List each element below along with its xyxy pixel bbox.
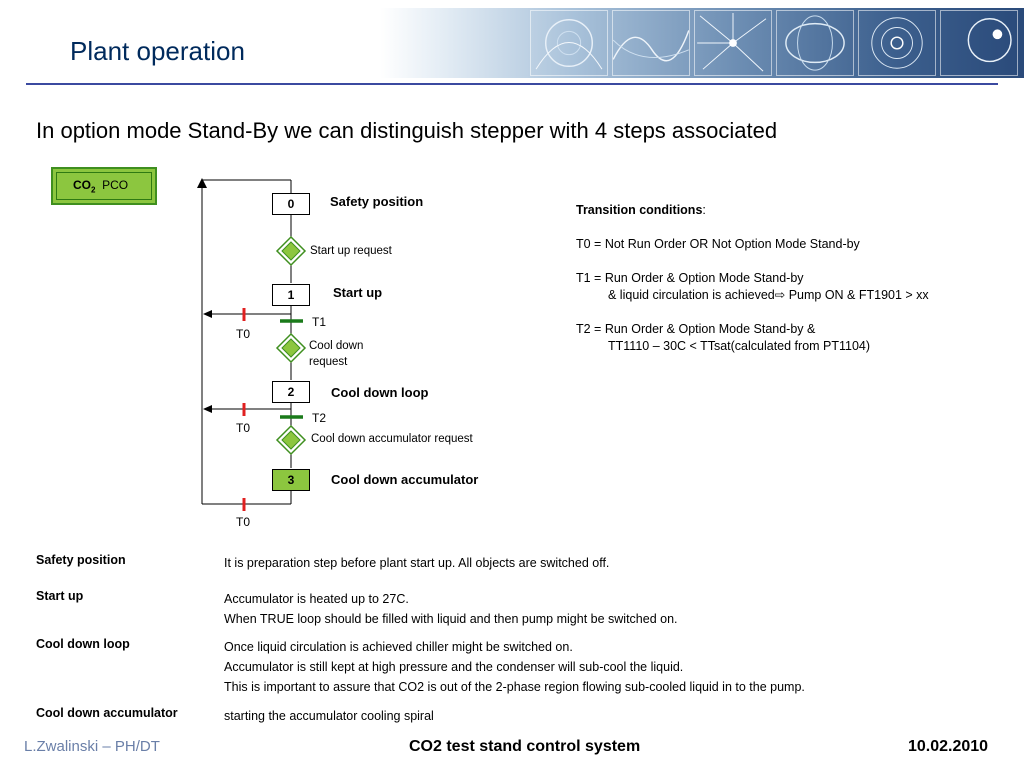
cool-down-request-label-line2: request — [309, 356, 348, 368]
step-2-label: Cool down loop — [331, 385, 429, 400]
step-0-box: 0 — [272, 193, 310, 215]
title-rule — [26, 83, 998, 85]
definition-term: Cool down accumulator — [36, 706, 178, 720]
banner-image — [530, 10, 608, 76]
step-1-label: Start up — [333, 285, 383, 300]
cool-down-accumulator-request-diamond — [275, 424, 307, 456]
t0-condition: T0 = Not Run Order OR Not Option Mode St… — [576, 237, 860, 251]
t2-condition: T2 = Run Order & Option Mode Stand-by & … — [576, 322, 871, 353]
banner-image — [858, 10, 936, 76]
branch-arrow — [203, 405, 212, 413]
page-title: Plant operation — [70, 36, 245, 66]
co2-pco-label: CO2 PCO — [56, 172, 152, 200]
branch-arrow — [203, 310, 212, 318]
t0-label: T0 — [236, 421, 251, 435]
banner-image — [940, 10, 1018, 76]
definition-text: Accumulator is heated up to 27C. When TR… — [224, 592, 678, 626]
definition-term: Start up — [36, 589, 84, 603]
header-banner — [380, 8, 1024, 78]
banner-image — [612, 10, 690, 76]
step-2-box: 2 — [272, 381, 310, 403]
definition-term: Safety position — [36, 553, 126, 567]
definition-text: starting the accumulator cooling spiral — [224, 709, 434, 723]
footer-date: 10.02.2010 — [908, 738, 989, 755]
t1-condition: T1 = Run Order & Option Mode Stand-by & … — [576, 271, 929, 302]
definition-text: Once liquid circulation is achieved chil… — [224, 640, 805, 694]
step-3-box: 3 — [272, 469, 310, 491]
step-0-label: Safety position — [330, 194, 424, 209]
cool-down-request-diamond — [275, 332, 307, 364]
cool-down-request-label-line1: Cool down — [309, 340, 364, 352]
banner-image — [694, 10, 772, 76]
definition-term: Cool down loop — [36, 637, 130, 651]
footer-author: L.Zwalinski – PH/DT — [24, 738, 160, 755]
t0-label: T0 — [236, 515, 251, 529]
t1-label: T1 — [312, 315, 327, 329]
transition-conditions: Transition conditions: T0 = Not Run Orde… — [576, 202, 929, 372]
banner-image — [776, 10, 854, 76]
conditions-heading: Transition conditions: — [576, 203, 706, 217]
step-3-label: Cool down accumulator — [331, 472, 479, 487]
slide-subtitle: In option mode Stand-By we can distingui… — [36, 118, 778, 143]
t0-label: T0 — [236, 327, 251, 341]
start-up-request-label: Start up request — [310, 245, 392, 257]
pco-text: PCO — [102, 178, 129, 192]
return-arrow — [197, 178, 207, 188]
cool-down-accumulator-request-label: Cool down accumulator request — [311, 433, 473, 445]
co2-text: CO2 — [73, 178, 96, 195]
definition-text: It is preparation step before plant star… — [224, 556, 610, 570]
step-1-box: 1 — [272, 284, 310, 306]
footer-title: CO2 test stand control system — [409, 738, 641, 755]
t2-label: T2 — [312, 411, 327, 425]
start-up-request-diamond — [275, 235, 307, 267]
co2-pco-box: CO2 PCO — [51, 167, 157, 205]
